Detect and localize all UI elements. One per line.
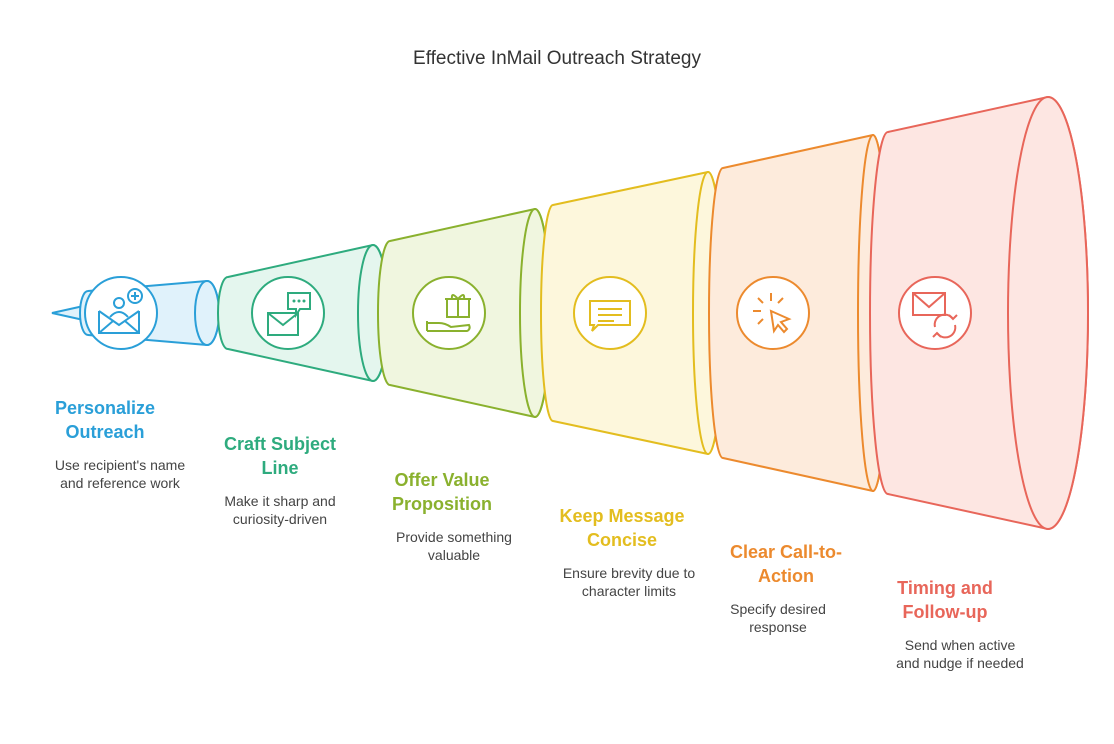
funnel-segment-1 bbox=[79, 276, 220, 350]
step-1-title: Personalize Outreach bbox=[35, 396, 175, 444]
step-4-title: Keep Message Concise bbox=[537, 504, 707, 552]
step-5-desc-line-1: Specify desired bbox=[730, 601, 826, 617]
message-icon bbox=[573, 276, 647, 350]
step-6-title-line-1: Timing and bbox=[897, 578, 993, 598]
step-3-desc-line-2: valuable bbox=[427, 547, 481, 563]
step-3-title-line-1: Offer Value bbox=[394, 470, 490, 490]
step-4-title-line-1: Keep Message bbox=[559, 506, 685, 526]
step-1-description: Use recipient's name and reference work bbox=[35, 456, 205, 492]
funnel-segment-2 bbox=[217, 244, 389, 382]
diagram-title: Effective InMail Outreach Strategy bbox=[413, 48, 701, 69]
step-2-description: Make it sharp and curiosity-driven bbox=[205, 492, 355, 528]
step-6-desc-line-1: Send when active bbox=[904, 637, 1016, 653]
mail-refresh-icon bbox=[898, 276, 972, 350]
step-2-title-line-2: Line bbox=[261, 458, 299, 478]
funnel-segment-5 bbox=[708, 134, 889, 492]
funnel-segment-6-end bbox=[1007, 96, 1089, 530]
step-1-desc-line-1: Use recipient's name bbox=[54, 457, 186, 473]
step-5-title-line-1: Clear Call-to- bbox=[729, 542, 843, 562]
funnel-segment-4 bbox=[540, 171, 724, 455]
step-4-title-line-2: Concise bbox=[586, 530, 658, 550]
step-2-title: Craft Subject Line bbox=[205, 432, 355, 480]
step-4-desc-line-2: character limits bbox=[581, 583, 677, 599]
gift-hand-icon bbox=[412, 276, 486, 350]
step-6-title: Timing and Follow-up bbox=[870, 576, 1020, 624]
step-6-title-line-2: Follow-up bbox=[902, 602, 988, 622]
step-5-desc-line-2: response bbox=[749, 619, 807, 635]
step-6-description: Send when active and nudge if needed bbox=[875, 636, 1045, 672]
chat-envelope-icon bbox=[251, 276, 325, 350]
funnel-segment-1-end bbox=[194, 280, 220, 346]
step-1-title-line-1: Personalize bbox=[54, 398, 156, 418]
step-4-desc-line-1: Ensure brevity due to bbox=[562, 565, 696, 581]
funnel-segment-3 bbox=[377, 208, 551, 418]
step-3-title: Offer Value Proposition bbox=[367, 468, 517, 516]
funnel-segment-6 bbox=[869, 96, 1089, 530]
step-3-description: Provide something valuable bbox=[374, 528, 534, 564]
step-3-desc-line-1: Provide something bbox=[396, 529, 512, 545]
step-4-description: Ensure brevity due to character limits bbox=[544, 564, 714, 600]
step-5-description: Specify desired response bbox=[703, 600, 853, 636]
click-cursor-icon bbox=[736, 276, 810, 350]
step-5-title-line-2: Action bbox=[758, 566, 814, 586]
user-plus-envelope-icon bbox=[84, 276, 158, 350]
step-1-desc-line-2: and reference work bbox=[60, 475, 180, 491]
step-6-desc-line-2: and nudge if needed bbox=[896, 655, 1024, 671]
step-5-title: Clear Call-to- Action bbox=[706, 540, 866, 588]
step-3-title-line-2: Proposition bbox=[392, 494, 492, 514]
step-2-title-line-1: Craft Subject bbox=[223, 434, 337, 454]
step-2-desc-line-1: Make it sharp and bbox=[224, 493, 336, 509]
step-2-desc-line-2: curiosity-driven bbox=[232, 511, 328, 527]
step-1-title-line-2: Outreach bbox=[65, 422, 145, 442]
